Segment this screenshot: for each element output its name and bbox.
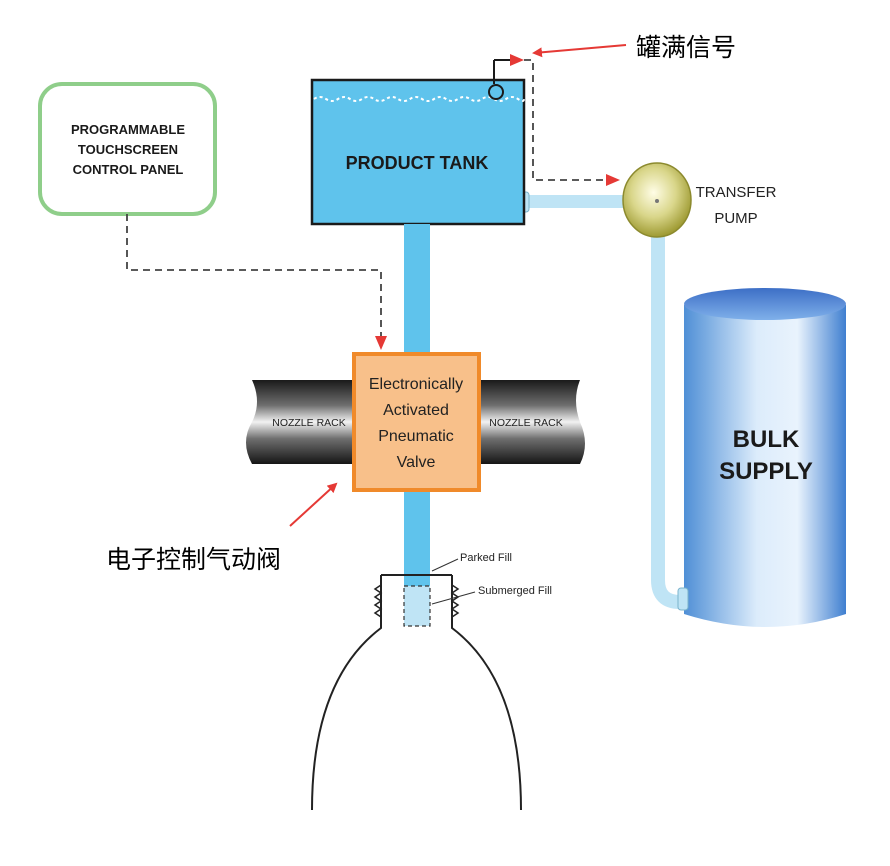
sensor-signal-arrowhead — [510, 54, 524, 66]
tank-full-callout-arrow — [532, 44, 627, 58]
bulk-outlet-fitting — [677, 587, 689, 611]
pneumatic-valve — [352, 352, 481, 492]
nozzle-rack-right — [478, 380, 585, 464]
valve-callout-arrow — [289, 482, 338, 527]
parked-fill-leader — [431, 558, 459, 572]
control-signal-line — [126, 214, 382, 340]
pump-signal-arrowhead — [606, 174, 620, 186]
nozzle-rack-left — [246, 380, 356, 464]
nozzle-rack-left-label: NOZZLE RACK — [272, 417, 346, 429]
valve-label-line-4: Valve — [397, 454, 436, 471]
valve-label-line-2: Activated — [383, 402, 449, 419]
transfer-pump-line-1: TRANSFER — [696, 184, 777, 201]
product-tank — [310, 78, 526, 226]
bulk-supply-line-2: SUPPLY — [719, 458, 813, 485]
tank-full-signal-line — [512, 59, 606, 181]
tank-full-signal-label: 罐满信号 — [636, 33, 736, 62]
parked-fill-label: Parked Fill — [460, 552, 512, 564]
transfer-pump-line-2: PUMP — [714, 210, 757, 227]
bulk-supply-tank — [684, 288, 846, 627]
level-sensor-icon — [488, 59, 512, 100]
product-tank-label: PRODUCT TANK — [346, 153, 489, 173]
submerged-fill-leader — [431, 591, 476, 605]
tank-to-pump-pipe — [525, 195, 630, 208]
control-panel-line-1: PROGRAMMABLE — [71, 122, 185, 137]
submerged-fill-label: Submerged Fill — [478, 585, 552, 597]
control-panel-line-3: CONTROL PANEL — [73, 162, 184, 177]
bottle — [311, 574, 522, 811]
nozzle-rack-right-label: NOZZLE RACK — [489, 417, 563, 429]
valve-label-line-1: Electronically — [369, 376, 463, 393]
control-signal-arrowhead — [375, 336, 387, 350]
valve-cn-label: 电子控制气动阀 — [106, 545, 281, 574]
bulk-supply-line-1: BULK — [733, 426, 800, 453]
valve-label-line-3: Pneumatic — [378, 428, 454, 445]
control-panel-line-2: TOUCHSCREEN — [78, 142, 178, 157]
transfer-pump-center — [655, 199, 659, 203]
